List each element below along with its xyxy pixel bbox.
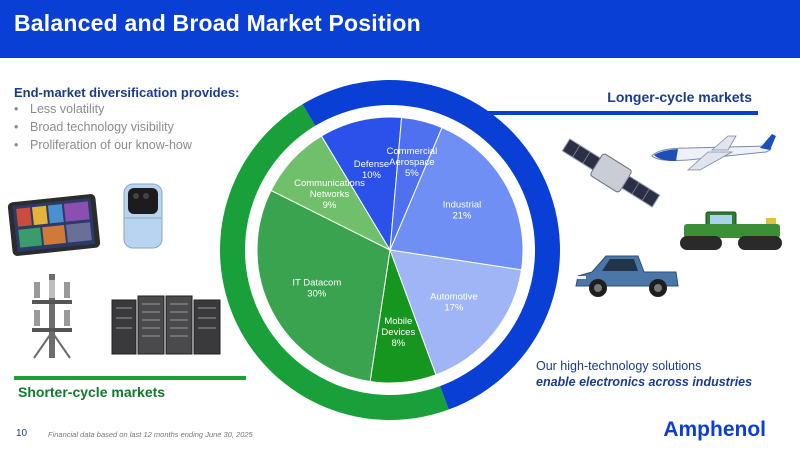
pie-slice-it-datacom <box>256 189 391 383</box>
tagline-line-2: enable electronics across industries <box>536 375 753 389</box>
benefit-item: • Broad technology visibility <box>14 118 192 136</box>
tablet-icon <box>7 194 101 256</box>
bullet-glyph: • <box>14 102 19 116</box>
server-rack-icon <box>111 295 221 355</box>
benefit-text: Broad technology visibility <box>30 120 174 134</box>
page-number: 10 <box>16 428 28 439</box>
pie-slice-automotive <box>389 249 523 376</box>
shorter-cycle-divider <box>14 376 246 380</box>
cell-tower-icon <box>32 274 72 359</box>
longer-cycle-label: Longer-cycle markets <box>607 89 752 105</box>
slide-title: Balanced and Broad Market Position <box>14 10 421 36</box>
title-bar: Balanced and Broad Market Position <box>0 0 800 58</box>
airplane-icon <box>651 134 776 171</box>
outer-ring-longer <box>302 80 560 410</box>
shorter-cycle-label: Shorter-cycle markets <box>18 384 166 400</box>
bullet-glyph: • <box>14 138 19 152</box>
foldable-phone-icon <box>123 183 163 249</box>
tagline: Our high-technology solutions enable ele… <box>536 358 752 390</box>
tractor-icon <box>680 211 782 250</box>
bullet-glyph: • <box>14 120 19 134</box>
footnote: Financial data based on last 12 months e… <box>48 430 253 439</box>
pie-slice-defense <box>320 116 403 252</box>
benefit-item: • Less volatility <box>14 100 192 118</box>
pickup-truck-icon <box>575 255 679 297</box>
satellite-icon <box>561 138 661 208</box>
longer-cycle-divider <box>480 111 758 115</box>
benefit-text: Less volatility <box>30 102 105 116</box>
tagline-line-1: Our high-technology solutions <box>536 359 702 373</box>
benefit-item: • Proliferation of our know-how <box>14 136 192 154</box>
outer-ring <box>219 80 560 421</box>
benefit-text: Proliferation of our know-how <box>30 138 192 152</box>
pie-slices <box>256 116 524 384</box>
brand-logo: Amphenol <box>663 418 766 441</box>
pie-slice-commercial-aerospace <box>389 116 443 251</box>
intro-heading: End-market diversification provides: <box>14 85 240 100</box>
benefit-list: • Less volatility • Broad technology visib… <box>14 100 192 154</box>
pie-slice-industrial <box>389 126 524 271</box>
